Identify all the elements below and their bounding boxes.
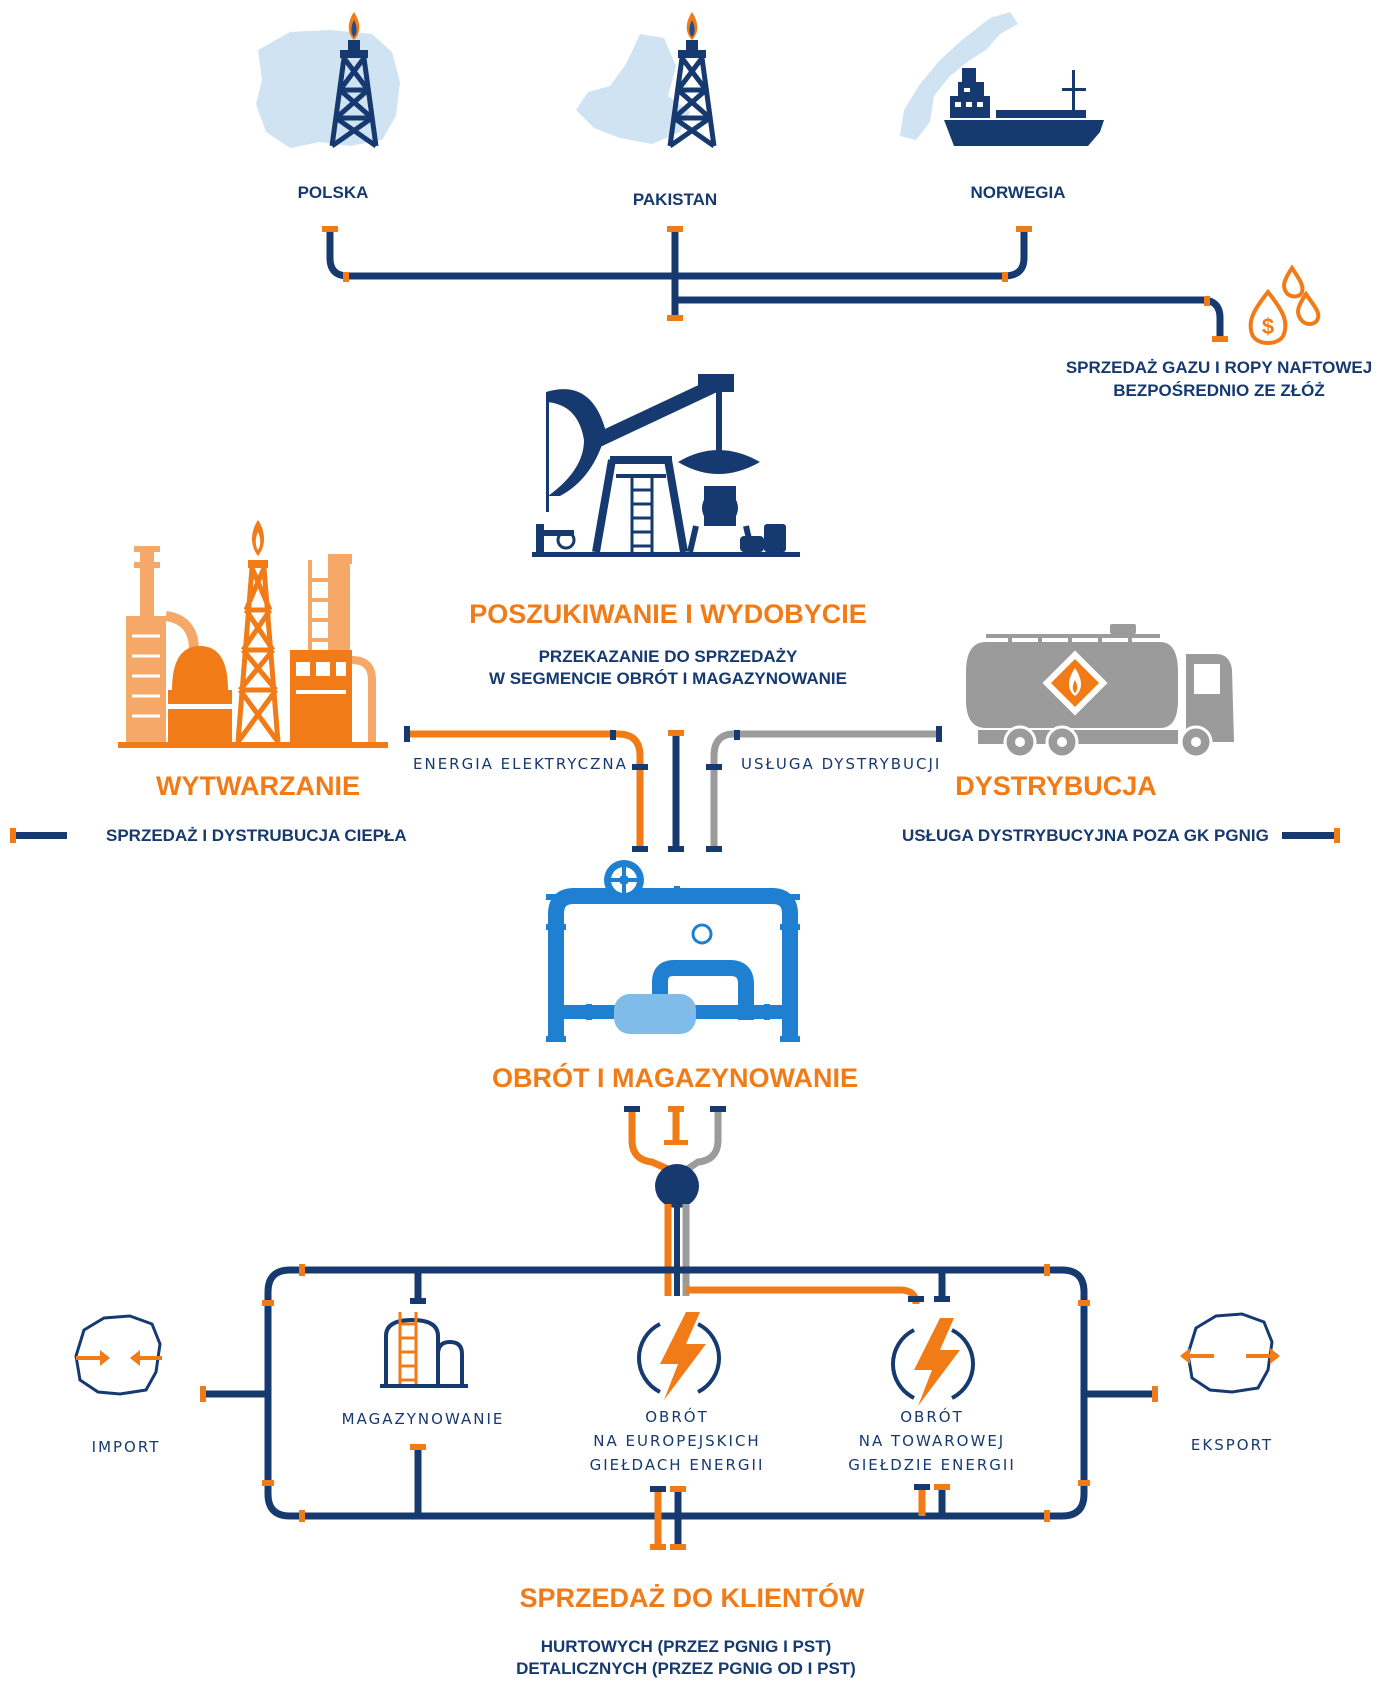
link-label-electricity: ENERGIA ELEKTRYCZNA — [413, 755, 628, 773]
eu-exchange-line1: OBRÓT — [645, 1407, 709, 1426]
pipe-joint — [1334, 828, 1340, 843]
money-drops-icon: $ — [1248, 264, 1321, 345]
source-pakistan: PAKISTAN — [633, 190, 717, 209]
svg-text:$: $ — [1262, 314, 1274, 339]
eu-exchange-line3: GIEŁDACH ENERGII — [590, 1456, 765, 1474]
exploration-title: POSZUKIWANIE I WYDOBYCIE — [469, 599, 867, 629]
generation-title: WYTWARZANIE — [156, 771, 360, 801]
storage-label: MAGAZYNOWANIE — [342, 1410, 505, 1428]
map-norway-icon — [900, 12, 1018, 140]
map-poland-icon — [256, 30, 400, 148]
sales-title: SPRZEDAŻ DO KLIENTÓW — [520, 1582, 866, 1613]
lightning-icon — [637, 1312, 721, 1400]
exploration-line2: W SEGMENCIE OBRÓT I MAGAZYNOWANIE — [489, 669, 847, 688]
export-label: EKSPORT — [1191, 1436, 1273, 1454]
source-polska: POLSKA — [298, 183, 369, 202]
pumpjack-icon — [532, 374, 800, 557]
oil-derrick-icon — [667, 12, 717, 149]
tge-line1: OBRÓT — [900, 1407, 964, 1426]
market-pipes — [200, 1106, 1158, 1550]
tge-line3: GIEŁDZIE ENERGII — [848, 1456, 1016, 1474]
direct-sale-line1: SPRZEDAŻ GAZU I ROPY NAFTOWEJ — [1066, 358, 1372, 377]
source-pipeline — [322, 226, 1228, 342]
valve-icon — [604, 860, 644, 900]
trading-storage-icon — [546, 860, 800, 1042]
tank-truck-icon — [966, 624, 1234, 759]
import-map-icon — [74, 1314, 162, 1396]
generation-subtitle: SPRZEDAŻ I DYSTRUBUCJA CIEPŁA — [106, 826, 407, 845]
storage-tank-icon — [380, 1312, 468, 1388]
exploration-line1: PRZEKAZANIE DO SPRZEDAŻY — [539, 647, 798, 666]
pipe-joint — [10, 828, 16, 843]
refinery-icon — [118, 520, 388, 748]
map-pakistan-icon — [576, 34, 690, 144]
distribution-pipe-right — [1282, 832, 1336, 839]
distribution-subtitle: USŁUGA DYSTRYBUCYJNA POZA GK PGNIG — [902, 826, 1269, 845]
link-label-distribution: USŁUGA DYSTRYBUCJI — [741, 755, 941, 773]
tanker-ship-icon — [944, 68, 1104, 146]
export-map-icon — [1180, 1312, 1280, 1394]
gas-station-icon — [1042, 650, 1108, 716]
tge-line2: NA TOWAROWEJ — [859, 1432, 1005, 1450]
trading-title: OBRÓT I MAGAZYNOWANIE — [492, 1062, 858, 1093]
import-label: IMPORT — [92, 1438, 161, 1456]
source-norwegia: NORWEGIA — [970, 183, 1065, 202]
oil-derrick-icon — [329, 12, 379, 149]
sales-line1: HURTOWYCH (PRZEZ PGNIG I PST) — [541, 1637, 832, 1656]
eu-exchange-line2: NA EUROPEJSKICH — [593, 1432, 760, 1450]
direct-sale-line2: BEZPOŚREDNIO ZE ZŁÓŻ — [1113, 381, 1325, 400]
feed-pipes — [404, 726, 942, 852]
sales-line2: DETALICZNYCH (PRZEZ PGNIG OD I PST) — [516, 1659, 856, 1678]
lightning-icon — [891, 1318, 975, 1406]
heat-pipe-left — [12, 832, 67, 839]
distribution-title: DYSTRYBUCJA — [955, 771, 1157, 801]
